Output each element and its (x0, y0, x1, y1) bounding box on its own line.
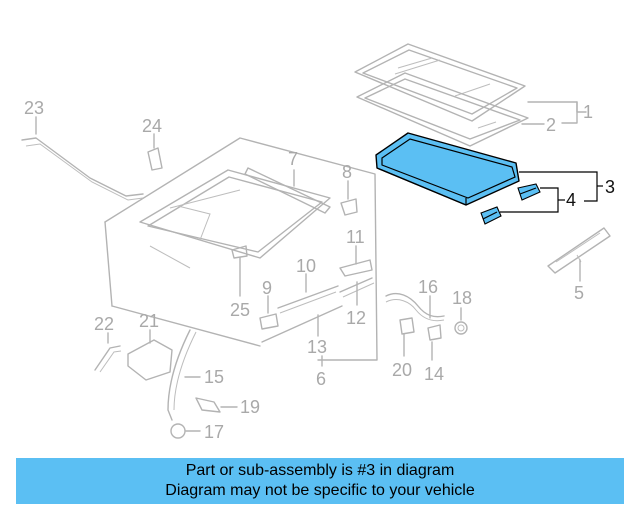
rail-part-12[interactable] (339, 277, 375, 298)
weatherstrip-part-23[interactable] (21, 137, 144, 201)
hose-part-16[interactable] (385, 292, 445, 322)
sunshade-part-3[interactable] (375, 132, 520, 206)
parts-diagram: 1 2 3 4 5 6 7 8 9 10 11 12 13 14 15 16 1… (21, 43, 615, 442)
callout-14: 14 (424, 364, 444, 384)
housing-frame-part-6[interactable] (104, 137, 378, 361)
link-part-11[interactable] (339, 259, 373, 277)
clamp-part-19[interactable] (195, 397, 221, 413)
trim-part-24[interactable] (147, 147, 163, 171)
callout-25: 25 (230, 300, 250, 320)
glass-panel-part-1[interactable] (354, 43, 526, 122)
cable-part-13[interactable] (261, 305, 343, 343)
guide-rail-part-5[interactable] (547, 227, 611, 274)
callout-17: 17 (204, 422, 224, 442)
callout-5: 5 (574, 283, 584, 303)
fitting-part-17[interactable] (170, 423, 186, 439)
callout-4: 4 (566, 190, 576, 210)
callout-19: 19 (240, 397, 260, 417)
clip-part-4-upper[interactable] (517, 183, 541, 201)
callout-20: 20 (392, 360, 412, 380)
bracket-part-8[interactable] (340, 198, 358, 216)
callout-15: 15 (204, 367, 224, 387)
callout-12: 12 (346, 308, 366, 328)
callout-2: 2 (546, 115, 556, 135)
pipe-part-22[interactable] (94, 345, 122, 373)
callout-3: 3 (605, 177, 615, 197)
bracket-part-25[interactable] (231, 245, 248, 259)
callout-16: 16 (418, 277, 438, 297)
banner-line-1: Part or sub-assembly is #3 in diagram (185, 462, 455, 479)
callout-21: 21 (139, 311, 159, 331)
grommet-part-18[interactable] (454, 321, 468, 335)
module-part-21[interactable] (127, 339, 173, 381)
callout-13: 13 (307, 337, 327, 357)
callout-7: 7 (288, 149, 298, 169)
connector-part-20[interactable] (399, 317, 415, 335)
callout-22: 22 (94, 314, 114, 334)
seal-frame-part-2[interactable] (356, 72, 529, 147)
drive-cable-part-10[interactable] (277, 285, 339, 314)
callout-11: 11 (346, 227, 365, 247)
part-info-banner: Part or sub-assembly is #3 in diagram Di… (16, 458, 624, 504)
callout-18: 18 (452, 288, 472, 308)
callout-6: 6 (316, 369, 326, 389)
front-crossmember-part-7[interactable] (244, 167, 331, 214)
callout-8: 8 (342, 162, 352, 182)
callout-10: 10 (296, 256, 316, 276)
leader-lines (35, 101, 603, 432)
callout-1: 1 (583, 102, 593, 122)
callout-24: 24 (142, 116, 162, 136)
banner-line-2: Diagram may not be specific to your vehi… (165, 482, 475, 499)
clip-part-4-lower[interactable] (480, 206, 502, 225)
mount-part-9[interactable] (259, 313, 279, 330)
callout-23: 23 (24, 98, 44, 118)
clip-part-14[interactable] (427, 324, 442, 341)
callout-labels: 1 2 3 4 5 6 7 8 9 10 11 12 13 14 15 16 1… (24, 98, 615, 442)
callout-9: 9 (262, 278, 272, 298)
drain-hose-part-15[interactable] (167, 329, 197, 421)
